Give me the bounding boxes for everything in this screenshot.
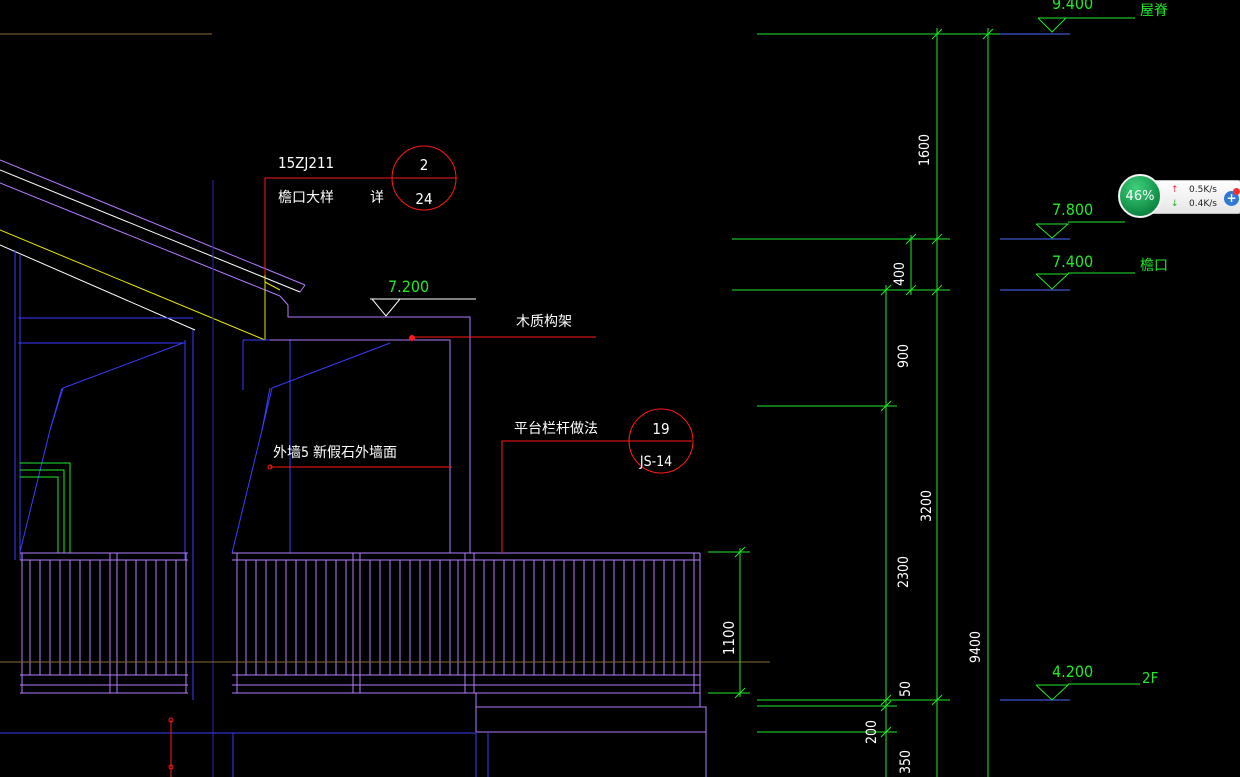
callout-circle-2[interactable] <box>628 408 694 474</box>
level-7400-text: 7.400 <box>1052 252 1093 271</box>
close-dot-icon[interactable] <box>1233 188 1240 195</box>
upload-arrow-icon: ↑ <box>1171 185 1179 195</box>
level-top-note: 屋脊 <box>1140 3 1168 19</box>
wall-finish-point <box>267 464 273 470</box>
level-marker-7200 <box>370 298 476 317</box>
railing-text: 平台栏杆做法 <box>514 421 598 437</box>
level-7800-text: 7.800 <box>1052 200 1093 219</box>
cpu-percent-ball[interactable]: 46% <box>1118 174 1162 218</box>
main-railing <box>232 552 701 707</box>
roof-lines <box>0 159 306 341</box>
dim-50: 50 <box>898 681 914 697</box>
callout-circle-1[interactable] <box>391 145 457 211</box>
level-markers-right <box>1000 17 1140 701</box>
wall-finish-text: 外墙5 新假石外墙面 <box>273 445 397 461</box>
dim-1600: 1600 <box>917 134 933 166</box>
dim-400: 400 <box>892 262 908 286</box>
lower-red-marker <box>168 717 174 777</box>
detail-word-text: 详 <box>370 190 384 206</box>
download-arrow-icon: ↓ <box>1171 199 1179 209</box>
download-rate: 0.4K/s <box>1189 199 1217 209</box>
cpu-percent: 46% <box>1125 188 1155 204</box>
level-7400-note: 檐口 <box>1140 258 1168 274</box>
callout-2-top: 19 <box>652 420 669 438</box>
callout-1-top: 2 <box>420 156 429 174</box>
upload-rate: 0.5K/s <box>1189 185 1217 195</box>
left-green-wall <box>20 462 71 553</box>
eave-detail-leader <box>264 177 457 275</box>
dim-1100-lines <box>708 546 750 699</box>
left-railing <box>20 552 188 694</box>
wood-frame-text: 木质构架 <box>516 314 572 330</box>
dim-200: 200 <box>864 720 880 744</box>
level-4200-note: 2F <box>1142 669 1158 687</box>
dim-9400: 9400 <box>968 631 984 663</box>
callout-2-bottom: JS-14 <box>639 454 672 470</box>
floor-slab <box>475 693 707 777</box>
lower-blue-lines <box>0 732 489 777</box>
network-speed-widget[interactable]: ↑ 0.5K/s ↓ 0.4K/s 46% + <box>1118 174 1240 218</box>
level-top-text: 9.400 <box>1052 0 1093 13</box>
purple-wall <box>270 305 471 553</box>
elevation-dimension-lines <box>732 28 1000 777</box>
left-structure <box>14 180 391 777</box>
ref-code-text: 15ZJ211 <box>278 154 334 172</box>
dim-2300: 2300 <box>896 556 912 588</box>
eave-detail-text: 檐口大样 <box>278 190 334 206</box>
wood-frame-point <box>409 335 415 341</box>
callout-1-bottom: 24 <box>415 190 432 208</box>
dim-350: 350 <box>898 750 914 774</box>
dim-3200: 3200 <box>919 490 935 522</box>
dim-1100-text: 1100 <box>720 621 738 655</box>
level-4200-text: 4.200 <box>1052 662 1093 681</box>
level-7200-text: 7.200 <box>388 277 429 296</box>
dim-900: 900 <box>896 344 912 368</box>
